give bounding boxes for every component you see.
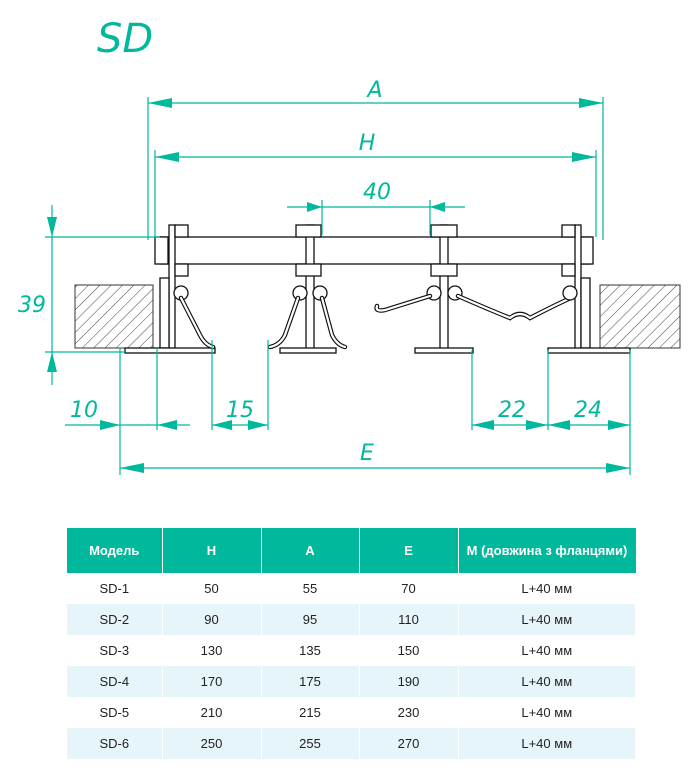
cross-bar: [159, 236, 591, 265]
cell-h: 50: [162, 573, 262, 604]
cell-model: SD-4: [67, 666, 163, 697]
cell-model: SD-5: [67, 697, 163, 728]
header-a: A: [261, 528, 360, 573]
cell-h: 210: [162, 697, 262, 728]
cell-e: 230: [359, 697, 459, 728]
header-model: Модель: [67, 528, 163, 573]
cell-e: 270: [359, 728, 459, 759]
model-title: SD: [97, 16, 153, 62]
header-e: E: [359, 528, 459, 573]
cell-e: 190: [359, 666, 459, 697]
svg-text:39: 39: [18, 293, 46, 318]
extension-lines: [45, 97, 631, 475]
cell-m: L+40 мм: [458, 573, 636, 604]
cell-h: 90: [162, 604, 262, 635]
cell-m: L+40 мм: [458, 666, 636, 697]
svg-text:A: A: [365, 78, 382, 103]
cell-m: L+40 мм: [458, 697, 636, 728]
edge-profile-left: [124, 224, 216, 354]
dimension-H: H: [155, 131, 596, 162]
svg-text:40: 40: [363, 180, 391, 205]
dimension-10: 10: [65, 398, 190, 430]
dimension-24: 24: [548, 398, 630, 430]
cell-h: 170: [162, 666, 262, 697]
expansion-joint-drawing: SD: [18, 16, 681, 475]
nut-right: [579, 236, 594, 265]
dimension-15: 15: [212, 398, 268, 430]
dimension-A: A: [148, 78, 603, 108]
cell-m: L+40 мм: [458, 635, 636, 666]
cell-m: L+40 мм: [458, 728, 636, 759]
cell-a: 215: [261, 697, 360, 728]
dimension-E: E: [120, 441, 630, 473]
cell-e: 70: [359, 573, 459, 604]
table-header-row: Модель H A E M (довжина з фланцями): [67, 528, 636, 573]
svg-text:22: 22: [498, 398, 526, 423]
dimension-40: 40: [287, 180, 465, 212]
cell-model: SD-2: [67, 604, 163, 635]
svg-text:24: 24: [574, 398, 602, 423]
floor-left: [74, 284, 154, 349]
dimension-22: 22: [472, 398, 548, 430]
svg-text:E: E: [360, 441, 374, 466]
cell-model: SD-3: [67, 635, 163, 666]
svg-text:H: H: [359, 131, 376, 156]
cell-model: SD-6: [67, 728, 163, 759]
cell-e: 150: [359, 635, 459, 666]
cell-e: 110: [359, 604, 459, 635]
cell-a: 55: [261, 573, 360, 604]
svg-text:15: 15: [226, 398, 254, 423]
svg-text:10: 10: [70, 398, 98, 423]
middle-profile-2: [374, 224, 578, 354]
header-h: H: [162, 528, 262, 573]
header-m: M (довжина з фланцями): [458, 528, 636, 573]
cell-m: L+40 мм: [458, 604, 636, 635]
cell-h: 250: [162, 728, 262, 759]
dimension-39: 39: [18, 205, 57, 385]
cell-h: 130: [162, 635, 262, 666]
cell-a: 175: [261, 666, 360, 697]
cell-a: 95: [261, 604, 360, 635]
nut-left: [154, 236, 169, 265]
cell-model: SD-1: [67, 573, 163, 604]
cell-a: 255: [261, 728, 360, 759]
model-dimensions-table: Модель H A E M (довжина з фланцями) SD-1…: [67, 528, 636, 759]
middle-profile-1: [267, 224, 348, 354]
floor-right: [599, 284, 681, 349]
cell-a: 135: [261, 635, 360, 666]
